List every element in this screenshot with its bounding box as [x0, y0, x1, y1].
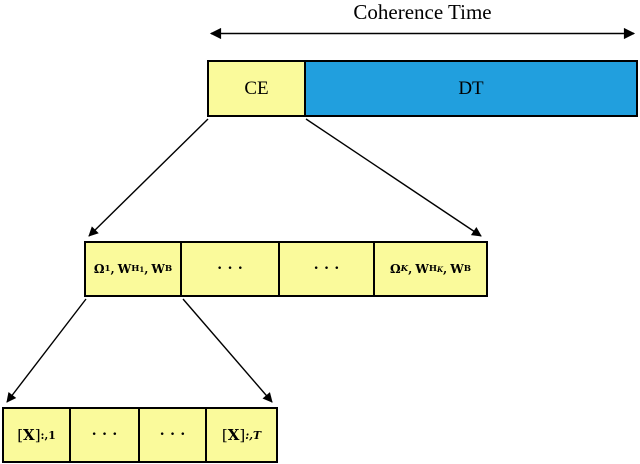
- ce-block: CE: [209, 62, 306, 115]
- dt-block: DT: [306, 62, 636, 115]
- omega-symbol: Ω: [389, 262, 401, 276]
- column-subscript: :,T: [245, 428, 262, 442]
- ellipsis-dots: ···: [313, 260, 345, 277]
- ellipsis-cell: ···: [140, 409, 207, 461]
- dt-label: DT: [458, 77, 484, 99]
- w-h-subscript: H: [428, 264, 437, 274]
- w-b-subscript: B: [164, 264, 173, 274]
- coherence-frame-bar: CE DT: [207, 60, 638, 117]
- right-bracket: ]: [34, 426, 41, 444]
- ellipsis-cell: ···: [71, 409, 140, 461]
- right-bracket: ]: [239, 426, 246, 444]
- pilot-expand-left-arrow: [6, 298, 87, 403]
- comma: ,: [408, 262, 413, 276]
- pilot-expand-right-arrow: [182, 298, 273, 403]
- w-h-subsubscript: K: [437, 264, 444, 274]
- ellipsis-cell: ···: [182, 243, 280, 295]
- training-symbol-row: [X]:,1 ··· ··· [X]:,T: [2, 407, 278, 463]
- w-h-symbol: W: [117, 262, 132, 276]
- comma: ,: [144, 262, 149, 276]
- x-column-cell-T: [X]:,T: [207, 409, 276, 461]
- coherence-time-title: Coherence Time: [353, 0, 492, 24]
- omega-subscript: K: [400, 264, 409, 274]
- x-column-cell-1: [X]:,1: [4, 409, 71, 461]
- x-matrix-symbol: X: [227, 426, 240, 444]
- column-subscript: :,1: [40, 428, 56, 442]
- ellipsis-cell: ···: [280, 243, 375, 295]
- w-b-subscript: B: [463, 264, 472, 274]
- w-h-subscript: H: [131, 264, 140, 274]
- ellipsis-dots: ···: [216, 260, 248, 277]
- ce-expand-left-arrow: [88, 118, 209, 237]
- ce-label: CE: [244, 77, 269, 99]
- left-bracket: [: [17, 426, 24, 444]
- x-matrix-symbol: X: [23, 426, 35, 444]
- w-h-subsubscript: 1: [139, 264, 145, 274]
- left-bracket: [: [221, 426, 228, 444]
- comma: ,: [443, 262, 448, 276]
- w-h-symbol: W: [415, 262, 429, 276]
- comma: ,: [110, 262, 115, 276]
- w-b-symbol: W: [151, 262, 165, 276]
- omega-subscript: 1: [104, 264, 111, 274]
- ce-expand-right-arrow: [305, 118, 482, 237]
- ellipsis-dots: ···: [159, 426, 191, 443]
- w-b-symbol: W: [450, 262, 464, 276]
- ellipsis-dots: ···: [91, 426, 123, 443]
- omega-symbol: Ω: [93, 262, 105, 276]
